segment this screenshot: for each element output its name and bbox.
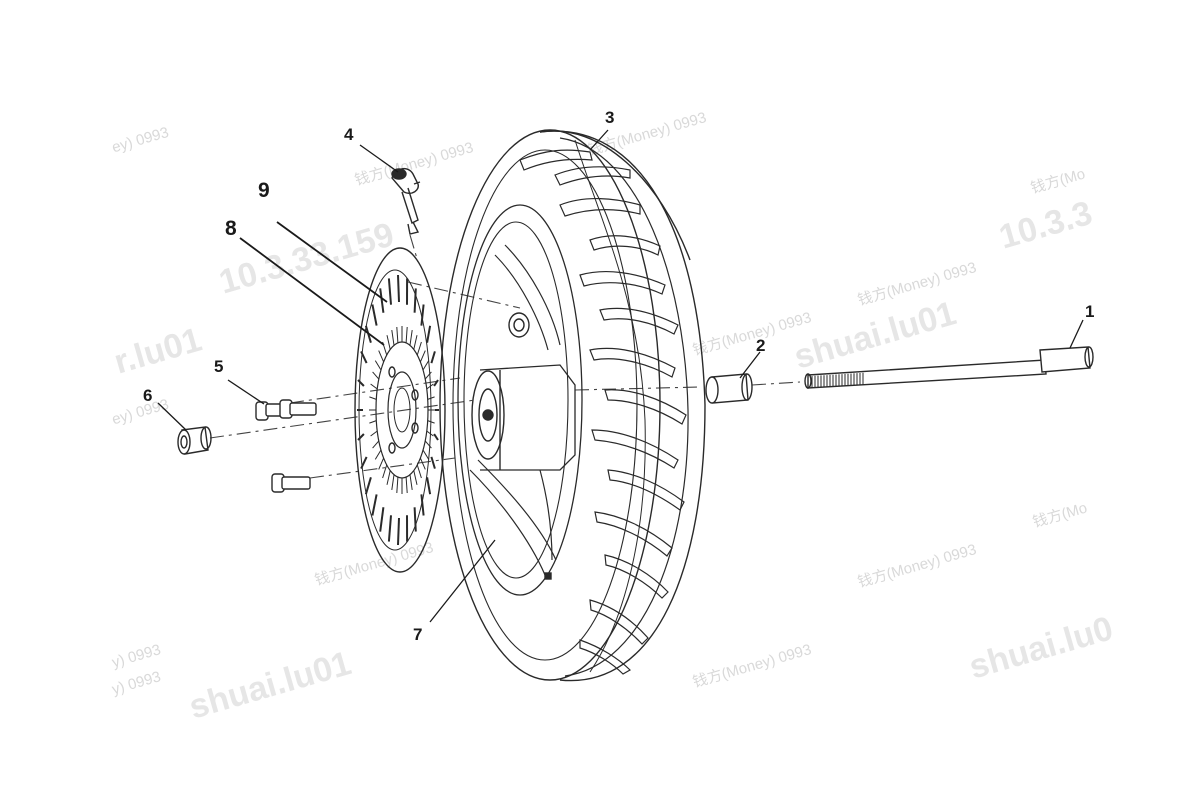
assembly-axis-lines [209,234,801,479]
tone-ring-tooth [426,383,434,390]
tone-ring-tooth [378,350,385,363]
tone-ring-tooth [419,457,426,470]
tone-ring-tooth [391,330,395,346]
disc-slot [371,304,378,326]
disc-slot [420,304,425,326]
tone-ring-tooth [413,470,418,485]
disc-slot [420,494,425,516]
tone-ring-tooth [405,326,408,343]
axle [804,346,1094,389]
spacer-left [177,426,212,455]
disc-slot [387,278,392,305]
tire-valve [391,167,421,235]
disc-slot [413,288,417,313]
tone-ring-tooth [413,335,418,350]
disc-slot [357,379,365,387]
callout-7-wheel: 7 [413,625,423,644]
tone-ring-tooth [369,420,377,424]
disc-slot [426,477,432,495]
disc-slot [397,274,400,303]
disc-slot [360,350,368,364]
wheel-rim [457,204,583,596]
disc-slot [379,288,385,313]
tone-ring-tooth [370,383,378,390]
tone-ring-tooth [409,330,413,346]
tone-ring-tooth [372,371,380,380]
tone-ring-tooth [374,449,382,460]
callout-1-axle: 1 [1085,302,1095,321]
tone-ring-tooth [427,396,435,400]
tone-ring-tooth [370,430,378,437]
tone-ring-tooth [396,326,399,343]
tone-ring-tooth [416,341,422,356]
disc-slot [430,456,436,469]
tone-ring-tooth [396,477,399,494]
disc-slot [364,477,372,495]
tone-ring-tooth [382,464,388,479]
tread-pattern [519,149,687,675]
tone-ring-tooth [426,430,434,437]
bolt-upper [255,399,317,421]
bolt-lower [271,473,311,493]
disc-slot [397,517,400,546]
disc-slot [433,433,439,441]
callout-9-brake-disc: 9 [258,179,270,202]
disc-slot [433,379,439,387]
tone-ring-tooth [409,474,413,490]
tone-ring-tooth [386,335,391,350]
tone-ring-tooth [419,350,426,363]
disc-slot [426,325,432,343]
callout-5-bolt: 5 [214,357,224,376]
callout-2-collar: 2 [756,336,766,355]
callout-8-tone-ring: 8 [225,217,237,240]
callout-4-valve: 4 [344,125,354,144]
leader-lines [157,129,1084,623]
tone-ring-tooth [369,396,377,400]
callout-3-tire: 3 [605,108,615,127]
disc-slot [371,494,378,516]
disc-slot [387,515,392,542]
disc-slot [379,507,385,532]
disc-slot [430,351,436,364]
tone-ring-tooth [416,464,422,479]
tone-ring-tooth [378,457,385,470]
tone-ring-tooth [427,420,435,424]
tone-ring-tooth [372,440,380,449]
collar-right [705,373,753,404]
disc-slot [357,433,365,441]
tone-ring-tooth [391,474,395,490]
tone-ring-tooth [405,477,408,494]
callout-6-spacer: 6 [143,386,153,405]
tone-ring-tooth [386,470,391,485]
tone-ring-tooth [424,371,432,380]
tire [439,129,706,682]
disc-slot [360,456,368,470]
tone-ring-teeth [369,326,435,494]
tone-ring-tooth [422,360,430,371]
tone-ring-tooth [424,440,432,449]
tone-ring-tooth [422,449,430,460]
tone-ring-tooth [374,360,382,371]
disc-slot [413,507,417,532]
